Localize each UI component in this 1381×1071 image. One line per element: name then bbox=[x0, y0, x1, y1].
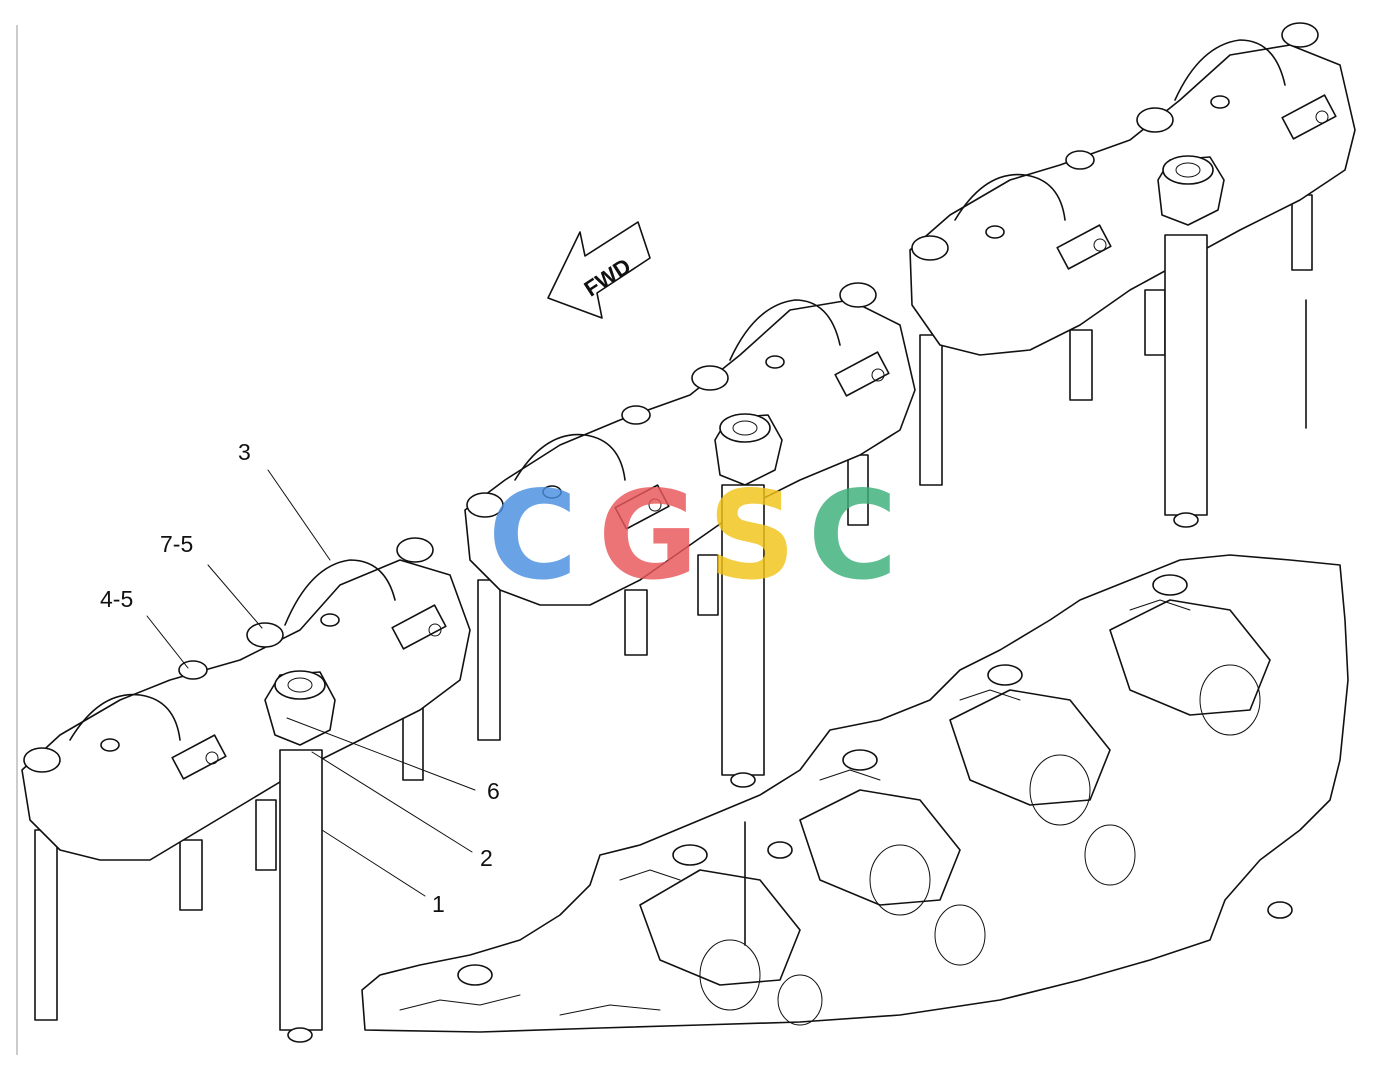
rocker-assembly-left bbox=[21, 537, 471, 1043]
callout-2: 2 bbox=[480, 845, 493, 871]
watermark-letter-c2: C bbox=[808, 465, 898, 607]
callout-leaders bbox=[146, 469, 476, 897]
watermark-letter-s: S bbox=[708, 465, 796, 607]
callout-4-5: 4-5 bbox=[100, 586, 133, 612]
callout-3: 3 bbox=[238, 439, 251, 465]
callout-1: 1 bbox=[432, 891, 445, 917]
cgsc-watermark-logo: C G S C bbox=[488, 465, 898, 607]
cylinder-head-illustration bbox=[361, 554, 1349, 1033]
watermark-letter-c1: C bbox=[488, 465, 578, 607]
rocker-assembly-middle bbox=[464, 282, 916, 788]
rocker-assembly-right bbox=[909, 22, 1356, 528]
forward-direction-arrow: FWD bbox=[547, 221, 651, 319]
watermark-letter-g: G bbox=[598, 465, 698, 607]
callout-7-5: 7-5 bbox=[160, 531, 193, 557]
callout-6: 6 bbox=[487, 778, 500, 804]
